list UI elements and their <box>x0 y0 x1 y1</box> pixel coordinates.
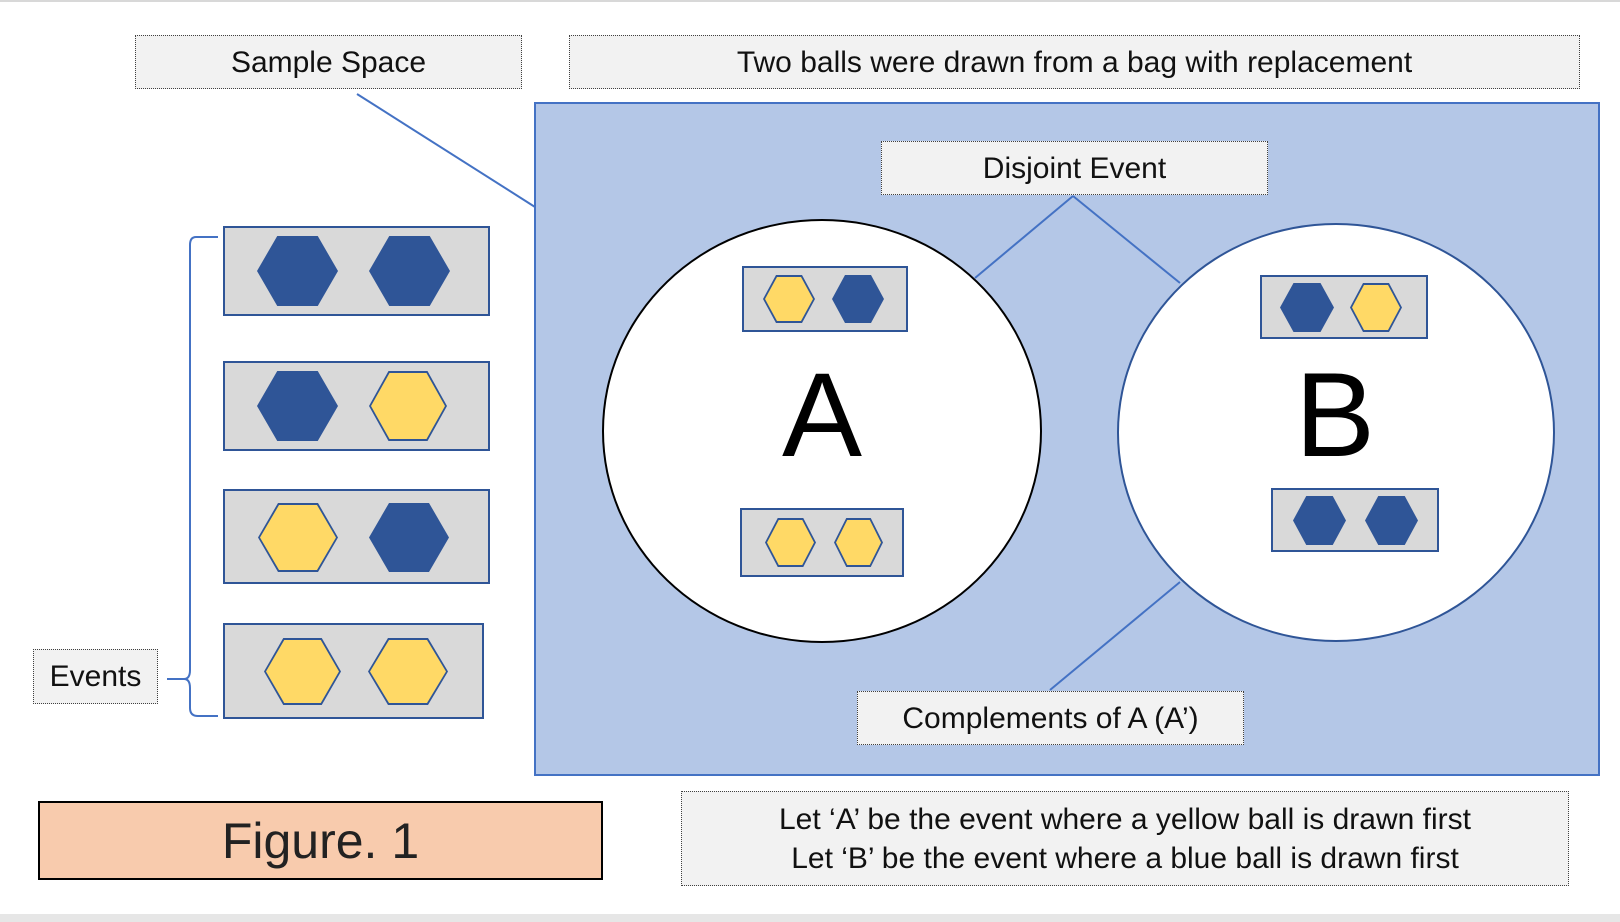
definition-a: Let ‘A’ be the event where a yellow ball… <box>778 802 1471 836</box>
disjoint-connector-b <box>1072 195 1181 284</box>
yellow-ball-icon <box>369 371 447 441</box>
set-b-outcome-blue-yellow <box>1260 275 1428 339</box>
outcome-pair-blue-yellow <box>223 361 490 451</box>
event-b-letter: B <box>1294 348 1376 482</box>
events-bracket <box>167 236 218 717</box>
outcome-pair-yellow-blue <box>223 489 490 584</box>
complement-connector <box>1049 581 1181 691</box>
definition-b: Let ‘B’ be the event where a blue ball i… <box>791 841 1459 875</box>
complements-label: Complements of A (A’) <box>857 691 1244 745</box>
disjoint-event-label: Disjoint Event <box>881 141 1268 195</box>
top-border <box>0 0 1620 2</box>
set-a-outcome-yellow-blue <box>742 266 908 332</box>
blue-ball-icon <box>257 371 338 441</box>
blue-ball-icon <box>1293 496 1346 545</box>
yellow-ball-icon <box>258 503 338 572</box>
blue-ball-icon <box>1280 283 1334 332</box>
blue-ball-icon <box>369 236 450 306</box>
blue-ball-icon <box>1365 496 1418 545</box>
set-b-outcome-blue-blue <box>1271 488 1439 552</box>
sample-space-connector <box>356 93 536 208</box>
events-label: Events <box>33 649 158 704</box>
yellow-ball-icon <box>368 638 448 705</box>
outcome-pair-yellow-yellow <box>223 623 484 719</box>
disjoint-connector-a <box>974 195 1074 279</box>
definitions-box: Let ‘A’ be the event where a yellow ball… <box>681 791 1569 886</box>
event-a-letter: A <box>781 348 863 482</box>
sample-space-label: Sample Space <box>135 35 522 89</box>
yellow-ball-icon <box>1350 283 1402 332</box>
blue-ball-icon <box>257 236 338 306</box>
experiment-label: Two balls were drawn from a bag with rep… <box>569 35 1580 89</box>
yellow-ball-icon <box>763 275 815 323</box>
yellow-ball-icon <box>765 518 816 567</box>
bottom-border <box>0 914 1620 922</box>
yellow-ball-icon <box>834 518 883 567</box>
yellow-ball-icon <box>264 638 341 705</box>
outcome-pair-blue-blue <box>223 226 490 316</box>
blue-ball-icon <box>369 503 449 572</box>
figure-caption: Figure. 1 <box>38 801 603 880</box>
set-a-outcome-yellow-yellow <box>740 508 904 577</box>
blue-ball-icon <box>832 275 884 323</box>
